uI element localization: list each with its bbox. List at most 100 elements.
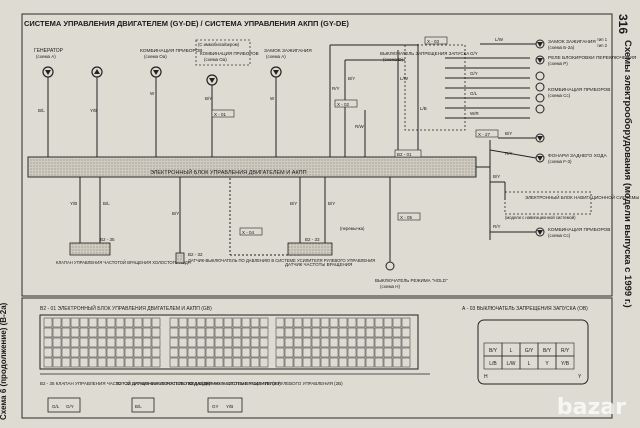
ecu-pin <box>196 327 206 338</box>
ecu-pin <box>79 327 89 338</box>
main-frame <box>21 13 613 297</box>
ecu-pin <box>250 357 260 368</box>
ecu-pin <box>178 317 188 328</box>
svg-text:L/W: L/W <box>400 76 409 81</box>
ecu-pin <box>61 347 71 358</box>
ecu-pin <box>52 357 62 368</box>
ecu-pin <box>97 357 107 368</box>
ecu-pin <box>365 357 375 368</box>
ecu-pin <box>302 347 312 358</box>
ecu-pin <box>293 347 303 358</box>
ecu-pin <box>88 327 98 338</box>
ecu-pin <box>223 357 233 368</box>
page-title: СИСТЕМА УПРАВЛЕНИЯ ДВИГАТЕЛЕМ (GY-DE) / … <box>24 19 349 28</box>
ignition-switch: ЗАМОК ЗАЖИГАНИЯ (схема А) <box>264 48 312 78</box>
ecu-pin <box>43 357 53 368</box>
svg-text:РЕЛЕ БЛОКИРОВКИ ПЕРЕКЛЮЧЕНИЯ: РЕЛЕ БЛОКИРОВКИ ПЕРЕКЛЮЧЕНИЯ <box>548 55 637 61</box>
connector-x04: X - 04 <box>239 227 263 236</box>
ecu-pin <box>178 347 188 358</box>
ecu-pin <box>43 337 53 348</box>
ecu-pin <box>275 337 285 348</box>
pressure-switch-connector: В2 - 32 ДАТЧИК-ВЫКЛЮЧАТЕЛЬ ПО ДАВЛЕНИЮ В… <box>116 381 343 413</box>
ecu-pin <box>70 327 80 338</box>
ecu-pin <box>347 347 357 358</box>
svg-text:G/L: G/L <box>52 404 60 409</box>
ecu-pin <box>293 317 303 328</box>
speed-sensor: ДАТЧИК ЧАСТОТЫ ВРАЩЕНИЯ В2 - 33 (перемыч… <box>285 226 365 267</box>
ecu-pin <box>97 327 107 338</box>
ecu-pin <box>392 347 402 358</box>
ecu-pin <box>392 317 402 328</box>
ecu-pin <box>106 357 116 368</box>
svg-text:КОМБИНАЦИЯ ПРИБОРОВ: КОМБИНАЦИЯ ПРИБОРОВ <box>548 87 610 93</box>
ecu-connector <box>39 314 419 370</box>
ecu-pin <box>383 337 393 348</box>
ecu-pin <box>88 317 98 328</box>
combination-meter-bottom: КОМБИНАЦИЯ ПРИБОРОВ (схема Сс) <box>535 227 610 238</box>
svg-text:G/Y: G/Y <box>66 404 74 409</box>
idle-valve: КЛАПАН УПРАВЛЕНИЯ ЧАСТОТОЙ ВРАЩЕНИЯ ХОЛО… <box>56 237 191 265</box>
ecu-pin <box>142 357 152 368</box>
ecu-pin <box>338 357 348 368</box>
ecu-pin <box>214 347 224 358</box>
ecu-pin <box>293 327 303 338</box>
ecu-pin <box>178 357 188 368</box>
ecu-pin <box>43 347 53 358</box>
svg-text:(перемычка): (перемычка) <box>340 226 365 231</box>
ecu-pin <box>347 337 357 348</box>
ecu-pin <box>259 317 269 328</box>
combination-meter-2: (С иммобилайзером) КОМБИНАЦИЯ ПРИБОРОВ (… <box>195 39 259 86</box>
svg-text:(схема Б-2а): (схема Б-2а) <box>548 45 575 50</box>
ecu-pin <box>61 317 71 328</box>
ecu-pin <box>115 337 125 348</box>
ecu-pin <box>275 347 285 358</box>
ecu-pin <box>275 357 285 368</box>
svg-text:(схема Оа): (схема Оа) <box>144 54 167 59</box>
ecu-pin <box>205 317 215 328</box>
ecu-pin <box>241 317 251 328</box>
svg-text:L/B: L/B <box>489 361 497 367</box>
svg-text:B/Y: B/Y <box>172 211 179 216</box>
svg-text:G/Y: G/Y <box>470 71 478 76</box>
switch-connector-label: А - 03 ВЫКЛЮЧАТЕЛЬ ЗАПРЕЩЕНИЯ ЗАПУСКА (О… <box>462 306 588 312</box>
svg-text:(схема D): (схема D) <box>383 57 404 62</box>
ecu-pin <box>365 317 375 328</box>
svg-text:L/B: L/B <box>420 106 427 111</box>
ecu-pin <box>178 337 188 348</box>
ecu-pin <box>133 327 143 338</box>
svg-text:ВЫКЛЮЧАТЕЛЬ РЕЖИМА "HOLD": ВЫКЛЮЧАТЕЛЬ РЕЖИМА "HOLD" <box>375 278 448 283</box>
svg-text:L/W: L/W <box>495 37 504 42</box>
ecu-pin <box>133 347 143 358</box>
ecu-pin <box>365 327 375 338</box>
ecu-pin <box>232 317 242 328</box>
ecu-pin <box>124 337 134 348</box>
svg-text:R/W: R/W <box>355 124 365 129</box>
ecu-pin <box>302 317 312 328</box>
ecu-pin <box>52 347 62 358</box>
svg-text:B/L: B/L <box>103 201 110 206</box>
ecu-pin <box>329 347 339 358</box>
ecu-pin <box>70 337 80 348</box>
ecu-pin <box>142 327 152 338</box>
svg-text:B/L: B/L <box>135 404 142 409</box>
ecu-pin <box>241 327 251 338</box>
side-title: Схемы электрооборудования (модели выпуск… <box>622 40 633 308</box>
ecu-pin <box>392 357 402 368</box>
wire-group-bottom <box>79 177 391 262</box>
svg-text:W: W <box>270 96 275 101</box>
neutral-switch: ВЫКЛЮЧАТЕЛЬ РЕЖИМА "HOLD" (схема Н) X - … <box>375 212 448 289</box>
ecu-pin <box>169 347 179 358</box>
svg-text:ФОНАРИ ЗАДНЕГО ХОДА: ФОНАРИ ЗАДНЕГО ХОДА <box>548 153 607 159</box>
svg-text:W/R: W/R <box>470 111 479 116</box>
ecu-pin <box>320 327 330 338</box>
ecu-pin <box>97 317 107 328</box>
svg-text:B/Y: B/Y <box>290 201 297 206</box>
ecu-pin <box>196 357 206 368</box>
ecu-pin <box>401 337 411 348</box>
combination-meter-right: КОМБИНАЦИЯ ПРИБОРОВ (схема Сс) <box>535 71 610 114</box>
ecu-pin <box>205 337 215 348</box>
ecu-pin <box>115 317 125 328</box>
svg-text:В2 - 32 ДАТЧИК-ВЫКЛЮЧАТЕЛЬ ПО: В2 - 32 ДАТЧИК-ВЫКЛЮЧАТЕЛЬ ПО ДАВЛЕНИЮ В… <box>116 381 343 386</box>
svg-text:тип 2: тип 2 <box>597 43 608 48</box>
